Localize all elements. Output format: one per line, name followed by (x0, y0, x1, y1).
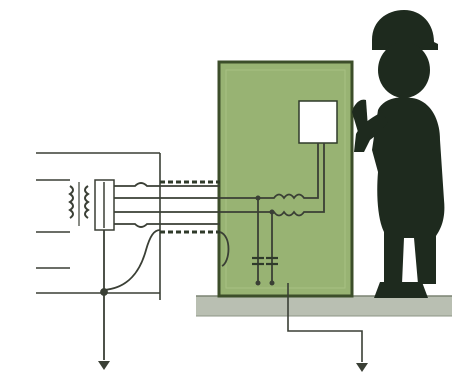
ground-symbol-icon (356, 363, 368, 372)
dashed-conductors (160, 180, 220, 234)
feeder-conductors (114, 182, 220, 228)
meter-window (298, 100, 338, 144)
capacitor-icon (252, 256, 278, 266)
floor-slab (196, 295, 452, 317)
ground-symbol-icon (98, 361, 110, 370)
transformer-icon (68, 179, 115, 231)
grounding-conductor-right (287, 283, 363, 362)
person-silhouette-icon (352, 10, 445, 298)
equipment-cabinet (217, 60, 354, 298)
supply-lines (36, 152, 161, 300)
junction-dots (255, 195, 275, 286)
grounding-conductor-left (100, 229, 161, 360)
internal-wiring (219, 143, 325, 283)
